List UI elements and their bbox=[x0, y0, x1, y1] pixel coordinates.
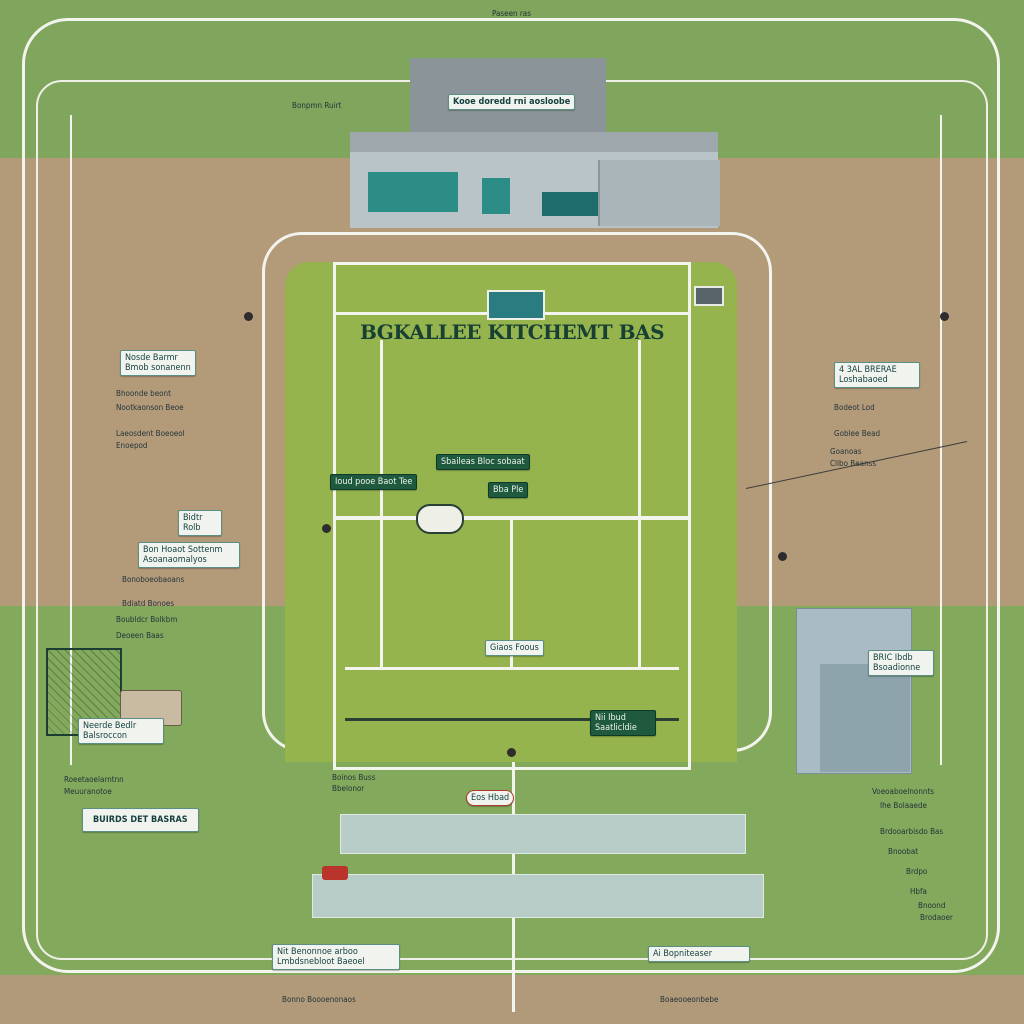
court-sideline-left bbox=[380, 340, 383, 670]
footer-left: Bonno Boooenonaos bbox=[282, 995, 356, 1004]
left-note-a2: Nootkaonson Beoe bbox=[116, 403, 184, 412]
net-emblem-icon bbox=[416, 504, 464, 534]
court-bottom-baseline bbox=[345, 718, 679, 721]
right-label-b: BRIC Ibdb Bsoadionne bbox=[868, 650, 934, 676]
building-main-roof bbox=[350, 132, 718, 152]
marker-dot bbox=[244, 312, 253, 321]
top-label: Paseen ras bbox=[492, 9, 531, 18]
marker-dot bbox=[940, 312, 949, 321]
left-note-d2: Meuuranotoe bbox=[64, 787, 112, 796]
building-window-left bbox=[368, 172, 458, 212]
marker-dot bbox=[778, 552, 787, 561]
right-note-b2: Ihe Bolaaede bbox=[880, 801, 927, 810]
left-note-a1: Bhoonde beont bbox=[116, 389, 171, 398]
court-sign-left: Ioud pooe Baot Tee bbox=[330, 474, 418, 490]
left-label-c: Bon Hoaot Sottenm Asoanaomalyos bbox=[138, 542, 240, 568]
court-post-top bbox=[487, 290, 545, 320]
court-net-line bbox=[333, 516, 691, 520]
right-note-a4: Cllbo Beanss bbox=[830, 459, 877, 468]
court-sideline-right bbox=[638, 340, 641, 670]
right-note-a2: Goblee Bead bbox=[834, 429, 881, 438]
scoreboard-icon bbox=[694, 286, 724, 306]
right-label-a: 4 3AL BRERAE Loshabaoed bbox=[834, 362, 920, 388]
court-sign-bottom-right: Nii Ibud Saatlicldie bbox=[590, 710, 656, 736]
left-lane-line bbox=[70, 115, 72, 765]
right-note-a1: Bodeot Lod bbox=[834, 403, 875, 412]
building-window-right bbox=[542, 192, 600, 216]
right-note-a3: Goanoas bbox=[830, 447, 862, 456]
building-sign: Kooe doredd rni aosloobe bbox=[448, 94, 576, 110]
left-label-d: Neerde Bedlr Balsroccon bbox=[78, 718, 164, 744]
bottom-strip-upper bbox=[340, 814, 746, 854]
right-note-b4: Bnoobat bbox=[888, 847, 919, 856]
bench-red-icon bbox=[322, 866, 348, 880]
right-note-b3: Brdooarbisdo Bas bbox=[880, 827, 944, 836]
marker-dot bbox=[507, 748, 516, 757]
left-note-a3: Laeosdent Boeoeol bbox=[116, 429, 185, 438]
bottom-strip-lower bbox=[312, 874, 764, 918]
bottom-label-right: Ai Bopniteaser bbox=[648, 946, 750, 962]
court-sign-center-c: Giaos Foous bbox=[485, 640, 544, 656]
marker-dot bbox=[322, 524, 331, 533]
left-note-c2: Bdiatd Bonoes bbox=[122, 599, 175, 608]
left-note-c3: Boubldcr Bolkbm bbox=[116, 615, 178, 624]
court-area bbox=[285, 262, 737, 762]
right-lane-line bbox=[940, 115, 942, 765]
left-bottom-label: BUIRDS DET BASRAS bbox=[82, 808, 199, 832]
right-note-b1: Voeoaboelnonnts bbox=[872, 787, 935, 796]
left-label-b: Bidtr Rolb bbox=[178, 510, 222, 536]
left-note-d1: Roeetaoelarntnn bbox=[64, 775, 124, 784]
court-net-tag: Eos Hbad bbox=[466, 790, 515, 806]
court-center-line bbox=[510, 520, 513, 670]
right-note-b5: Brdpo bbox=[906, 867, 928, 876]
right-note-b8: Brodaoer bbox=[920, 913, 953, 922]
left-note-a4: Enoepod bbox=[116, 441, 148, 450]
building-side-label: Bonpmn Ruirt bbox=[292, 101, 342, 110]
right-note-b6: Hbfa bbox=[910, 887, 927, 896]
bottom-label-left: Nit Benonnoe arboo Lmbdsnebloot Baeoel bbox=[272, 944, 400, 970]
footer-right: Boaeooeonbebe bbox=[660, 995, 719, 1004]
right-building-front bbox=[820, 664, 910, 772]
court-kitchen-line bbox=[345, 667, 679, 670]
bottom-tag-center: Boinos Buss Bbelonor bbox=[332, 773, 376, 793]
court-sign-center-b: Bba Ple bbox=[488, 482, 529, 498]
building-window-mid bbox=[482, 178, 510, 214]
left-note-c4: Deoeen Baas bbox=[116, 631, 164, 640]
court-sign-center-a: Sbaileas Bloc sobaat bbox=[436, 454, 530, 470]
right-note-b7: Bnoond bbox=[918, 901, 946, 910]
left-note-c1: Bonoboeobaoans bbox=[122, 575, 185, 584]
left-label-a: Nosde Barmr Bmob sonanenn bbox=[120, 350, 196, 376]
building-annex bbox=[598, 160, 720, 226]
outer-track bbox=[22, 18, 1000, 973]
court-title: BGKALLEE KITCHEMT BAS bbox=[359, 320, 665, 344]
